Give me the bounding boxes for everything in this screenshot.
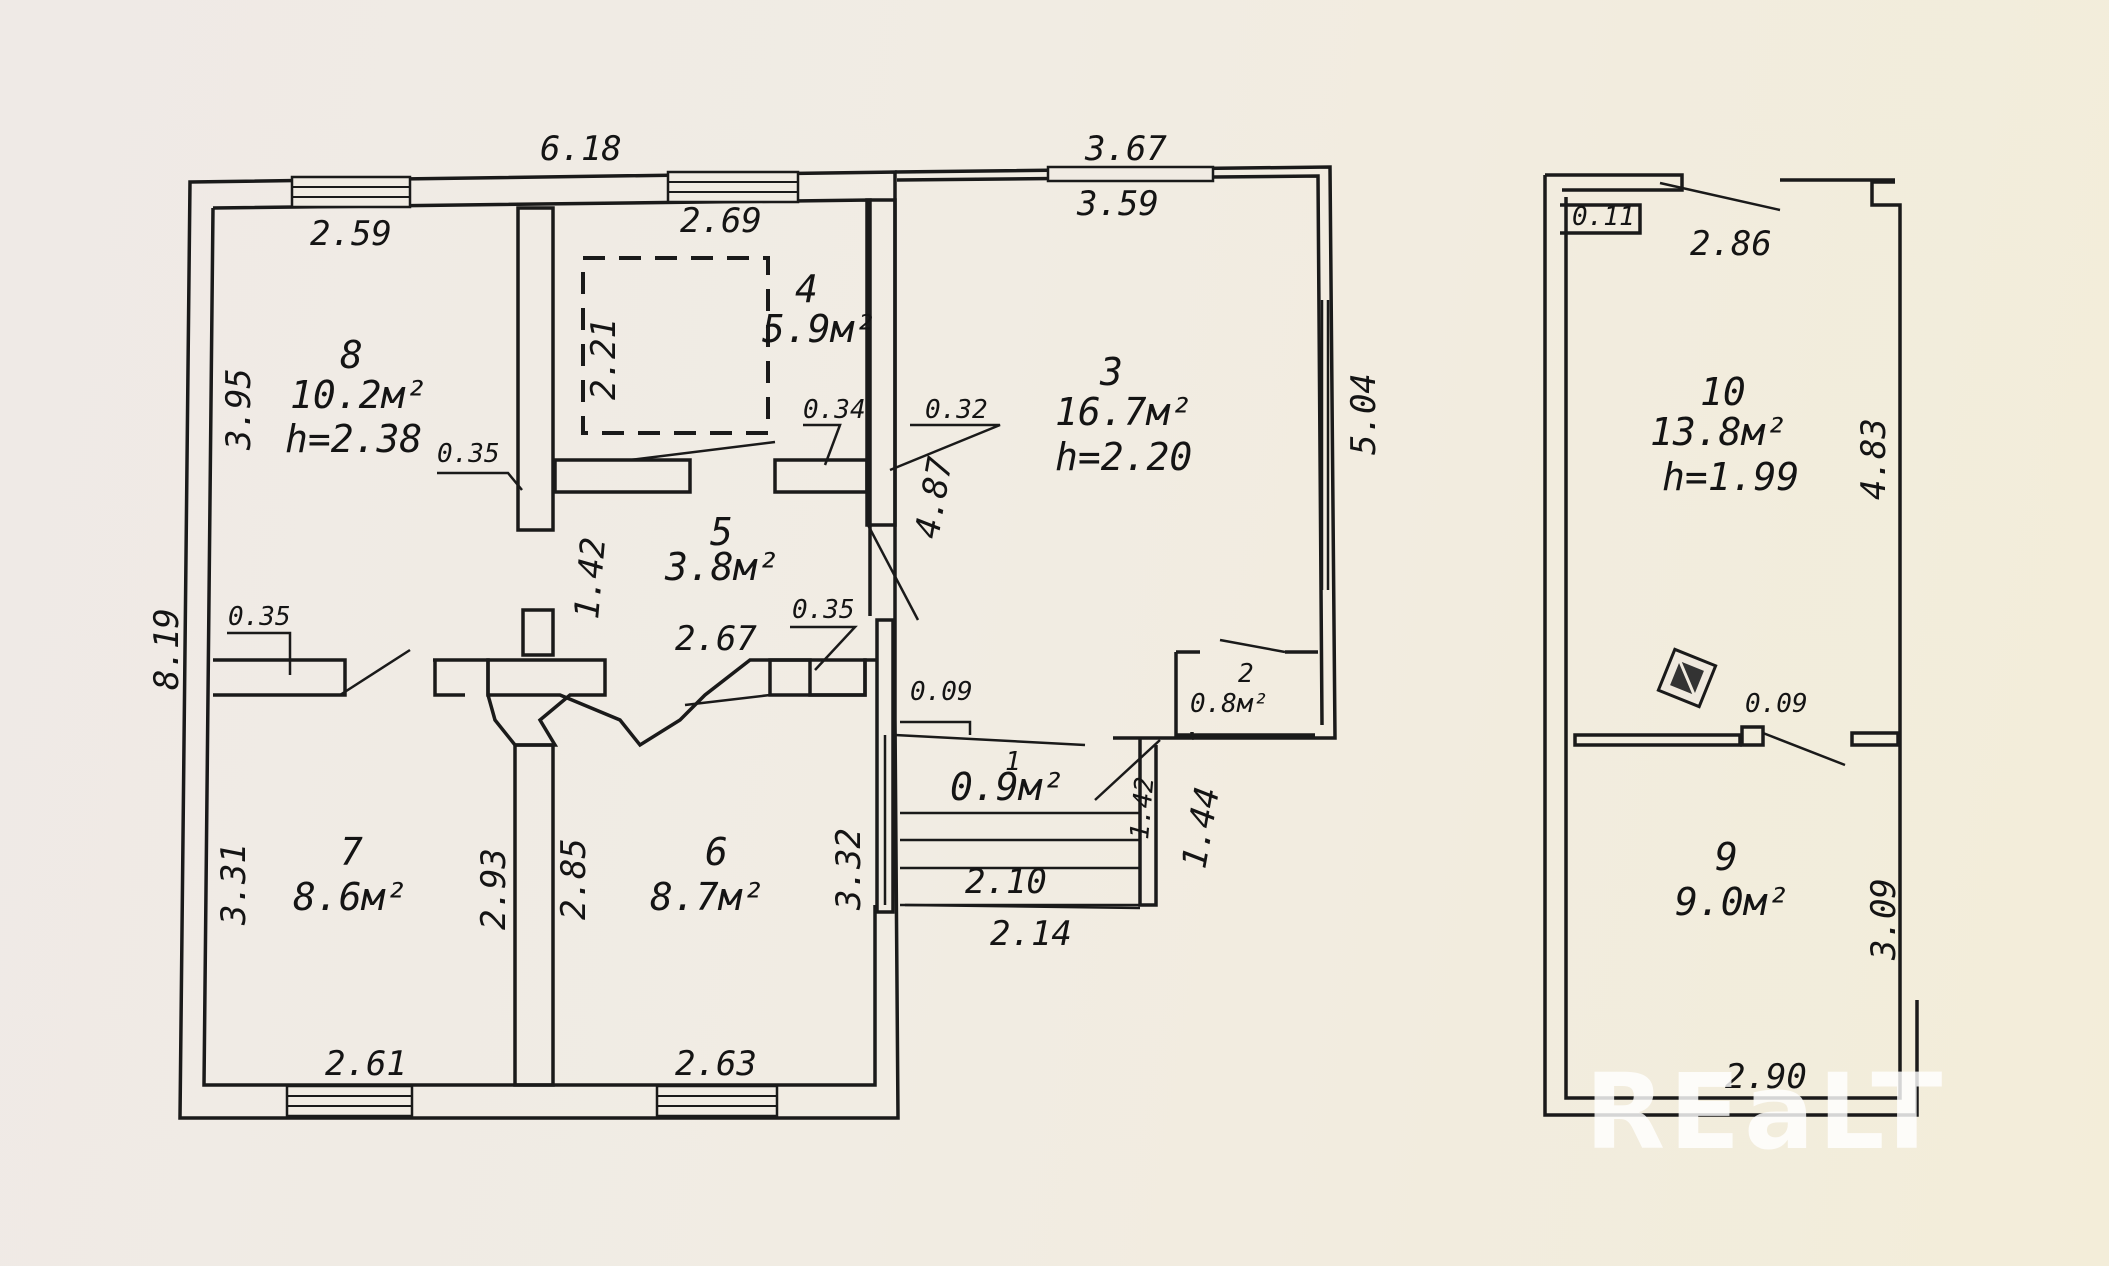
dim-annex-corner: 0.11 [1572,202,1635,232]
dim-top-right-outer: 3.67 [1084,129,1167,169]
dim-room8-depth: 3.95 [219,368,259,451]
dim-corridor-width: 1.42 [567,536,614,621]
dim-steps-inner: 2.10 [965,862,1047,902]
room-9-label: 9 9.0м² [1675,835,1789,924]
room-6-number: 6 [705,830,728,874]
room-7-area: 8.6м² [293,875,407,919]
dim-wall-034: 0.34 [803,395,866,425]
room-3-area: 16.7м² [1055,390,1192,434]
room-10-height: h=1.99 [1662,455,1799,499]
dim-room6-depth: 3.32 [829,828,869,911]
room-4-label: 4 5.9м² [762,267,876,351]
dim-annex-top-width: 2.86 [1690,224,1772,264]
dim-wall-035-b: 0.35 [228,602,291,632]
room-2-label: 2 0.8м² [1190,659,1268,719]
dim-annex-wall: 0.09 [1745,689,1808,719]
room-6-label: 6 8.7м² [650,830,764,919]
annex-walls [1543,173,1919,1117]
room-3-label: 3 16.7м² h=2.20 [1055,350,1192,479]
house-dimensions: 6.18 3.67 3.59 2.59 2.69 2.21 3.95 8.19 … [147,129,1384,1084]
room-3-height: h=2.20 [1055,435,1192,479]
dim-wall-035-c: 0.35 [792,595,855,625]
room-2-area: 0.8м² [1190,689,1268,719]
room-8-number: 8 [340,333,363,377]
dim-room10-depth: 4.83 [1854,418,1894,500]
room-4-number: 4 [795,267,818,311]
dim-top-right-inner: 3.59 [1076,184,1159,224]
room-5-label: 5 3.8м² [664,510,779,589]
room-1-label: 1 0.9м² [950,747,1064,809]
room-1-area: 0.9м² [950,765,1064,809]
dim-porch-a: 1.42 [1125,776,1160,841]
dim-corridor-length: 2.67 [675,619,757,659]
dim-room4-depth: 2.21 [584,318,624,400]
dim-steps-outer: 2.14 [990,914,1072,954]
room-1-number: 1 [1005,747,1021,777]
room-5-number: 5 [710,510,733,554]
room-2-number: 2 [1238,659,1254,689]
room-7-label: 7 8.6м² [293,830,407,919]
watermark-logo: REaLT [1585,1051,1946,1173]
room-3-number: 3 [1099,350,1123,394]
room-9-area: 9.0м² [1675,880,1789,924]
room-10-label: 10 13.8м² h=1.99 [1650,370,1799,499]
dim-wall-009: 0.09 [910,677,973,707]
dim-room7-side: 2.93 [474,848,514,930]
annex-dimensions: 0.11 2.86 4.83 0.09 3.09 2.90 [1572,202,1904,1097]
room-4-area: 5.9м² [762,307,876,351]
house-walls [178,165,1337,1120]
dim-top-left-total: 6.18 [540,129,622,169]
room-5-area: 3.8м² [664,545,779,589]
dim-total-depth: 8.19 [147,608,187,690]
dim-room9-depth: 3.09 [1864,878,1904,961]
dim-porch-b: 1.44 [1174,784,1228,872]
dim-room3-depth: 5.04 [1344,373,1384,455]
dim-room6-side: 2.85 [554,838,594,920]
dim-room7-depth: 3.31 [214,843,254,926]
room-10-number: 10 [1700,370,1746,414]
room-8-label: 8 10.2м² h=2.38 [285,333,427,461]
room-8-height: h=2.38 [285,417,422,461]
room-7-number: 7 [340,830,363,874]
room-6-area: 8.7м² [650,875,764,919]
dim-room7-width: 2.61 [325,1044,407,1084]
dim-wall-035-a: 0.35 [437,439,500,469]
dim-annex-bottom-width: 2.90 [1725,1057,1807,1097]
room-8-area: 10.2м² [290,373,427,417]
dim-wall-032: 0.32 [925,395,988,425]
room-9-number: 9 [1715,835,1738,879]
dim-room3-inner: 4.87 [907,453,961,541]
dim-room8-width: 2.59 [310,214,392,254]
room-10-area: 13.8м² [1650,410,1787,454]
dim-room4-width: 2.69 [680,201,762,241]
dim-room6-width: 2.63 [675,1044,757,1084]
